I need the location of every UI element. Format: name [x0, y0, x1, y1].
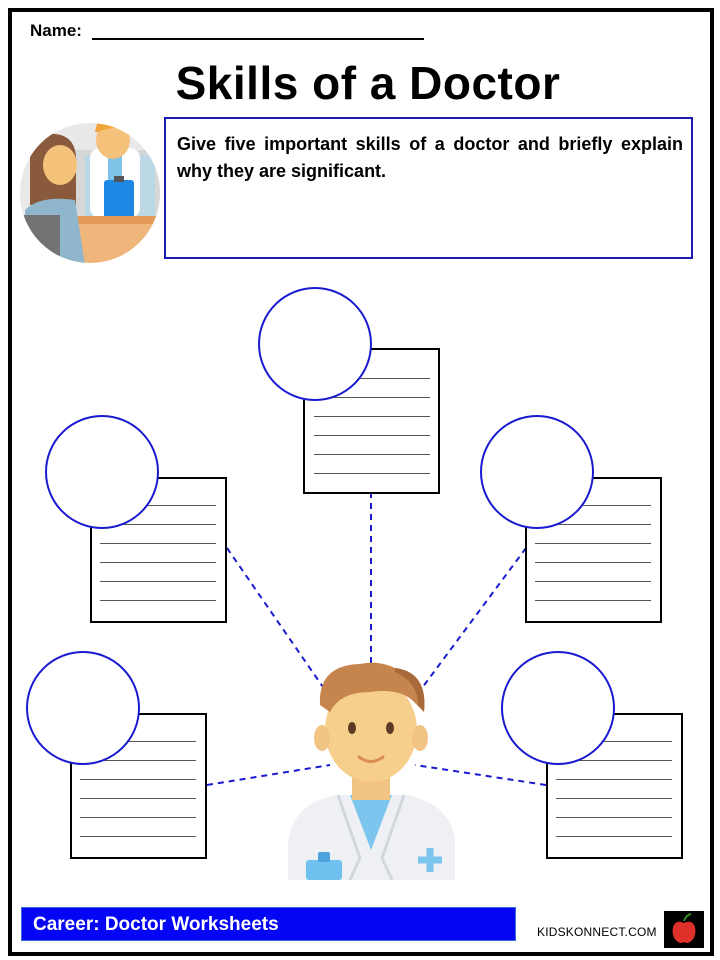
writing-line[interactable] — [556, 760, 672, 761]
writing-line[interactable] — [80, 741, 196, 742]
writing-line[interactable] — [100, 600, 216, 601]
writing-line[interactable] — [556, 836, 672, 837]
writing-line[interactable] — [556, 741, 672, 742]
page-border — [8, 8, 714, 956]
apple-logo-icon — [664, 911, 704, 948]
footer-career-label: Career: Doctor Worksheets — [33, 914, 279, 935]
writing-line[interactable] — [535, 562, 651, 563]
writing-line[interactable] — [80, 817, 196, 818]
writing-line[interactable] — [100, 524, 216, 525]
skill-circle-lower-right[interactable] — [501, 651, 615, 765]
writing-line[interactable] — [556, 817, 672, 818]
writing-line[interactable] — [100, 543, 216, 544]
writing-line[interactable] — [314, 397, 430, 398]
skill-circle-upper-right[interactable] — [480, 415, 594, 529]
writing-line[interactable] — [80, 798, 196, 799]
footer-career-banner: Career: Doctor Worksheets — [21, 907, 516, 941]
page-title: Skills of a Doctor — [175, 57, 561, 109]
writing-line[interactable] — [535, 524, 651, 525]
writing-line[interactable] — [314, 378, 430, 379]
writing-line[interactable] — [556, 798, 672, 799]
writing-line[interactable] — [535, 600, 651, 601]
writing-line[interactable] — [314, 473, 430, 474]
writing-line[interactable] — [100, 505, 216, 506]
writing-line[interactable] — [314, 416, 430, 417]
skill-circle-upper-left[interactable] — [45, 415, 159, 529]
writing-line[interactable] — [100, 562, 216, 563]
writing-line[interactable] — [80, 760, 196, 761]
name-input-line[interactable] — [92, 38, 424, 40]
skill-circle-lower-left[interactable] — [26, 651, 140, 765]
writing-line[interactable] — [80, 779, 196, 780]
name-label: Name: — [30, 21, 82, 40]
writing-line[interactable] — [314, 454, 430, 455]
skill-circle-top[interactable] — [258, 287, 372, 401]
prompt-text: Give five important skills of a doctor a… — [177, 134, 683, 181]
writing-line[interactable] — [535, 543, 651, 544]
writing-line[interactable] — [556, 779, 672, 780]
writing-line[interactable] — [535, 581, 651, 582]
brand-text: KIDSKONNECT.COM — [537, 925, 657, 939]
writing-line[interactable] — [314, 435, 430, 436]
writing-line[interactable] — [100, 581, 216, 582]
writing-line[interactable] — [80, 836, 196, 837]
writing-line[interactable] — [535, 505, 651, 506]
prompt-box[interactable]: Give five important skills of a doctor a… — [164, 117, 693, 259]
